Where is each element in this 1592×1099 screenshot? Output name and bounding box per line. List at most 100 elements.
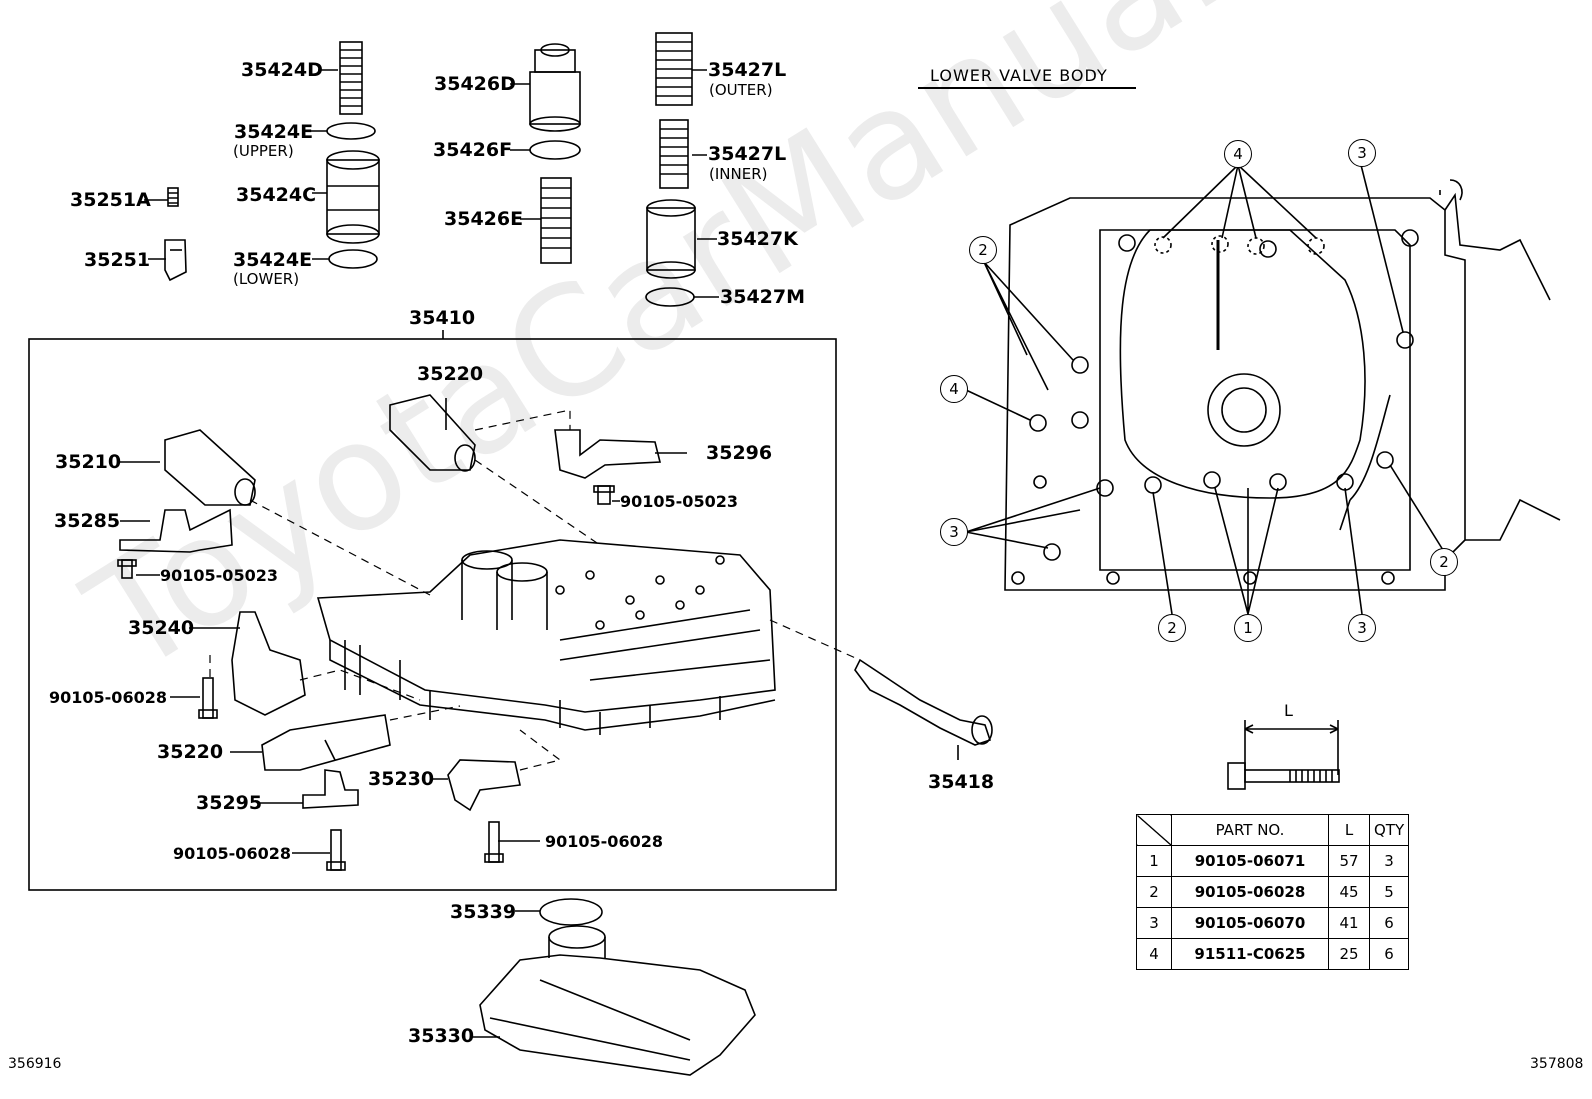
part-label-35427L-inner: 35427L — [708, 143, 787, 165]
sleeve-35427K — [646, 199, 696, 279]
solenoid-35210 — [164, 429, 256, 506]
header-qty: QTY — [1368, 814, 1410, 846]
part-label-35424E-upper: 35424E — [234, 121, 314, 143]
row-length: 41 — [1328, 907, 1370, 939]
bracket-35285 — [119, 508, 233, 553]
row-part-no: 91511-C0625 — [1171, 938, 1329, 970]
row-index: 3 — [1136, 907, 1172, 939]
bolt-90105-06028-c — [484, 821, 504, 863]
part-label-35285: 35285 — [54, 510, 121, 532]
row-index: 4 — [1136, 938, 1172, 970]
row-part-no: 90105-06070 — [1171, 907, 1329, 939]
header-part-no: PART NO. — [1171, 814, 1329, 846]
callout-2-left: 2 — [969, 236, 997, 264]
part-label-90105-06028-a: 90105-06028 — [49, 688, 167, 707]
row-qty: 6 — [1368, 938, 1410, 970]
part-label-35296: 35296 — [706, 442, 773, 464]
bolt-90105-05023-left — [117, 559, 137, 579]
note-lower: (LOWER) — [233, 270, 300, 288]
part-label-35330: 35330 — [408, 1025, 475, 1047]
oil-strainer-35330 — [479, 925, 756, 1076]
part-label-35427L-outer: 35427L — [708, 59, 787, 81]
solenoid-35220-bottom — [261, 714, 391, 771]
table-row: 1 90105-06071 57 3 — [1136, 845, 1410, 877]
lower-valve-body-drawing — [965, 164, 1561, 615]
row-qty: 5 — [1368, 876, 1410, 908]
part-label-35424C: 35424C — [236, 184, 317, 206]
callout-1-bottom: 1 — [1234, 614, 1262, 642]
part-label-90105-06028-c: 90105-06028 — [545, 832, 663, 851]
part-label-35410: 35410 — [409, 307, 476, 329]
section-title: LOWER VALVE BODY — [930, 66, 1108, 85]
part-label-35427M: 35427M — [720, 286, 806, 308]
part-label-35426D: 35426D — [434, 73, 516, 95]
part-label-90105-05023-left: 90105-05023 — [160, 566, 278, 585]
part-label-35230: 35230 — [368, 768, 435, 790]
part-label-35251: 35251 — [84, 249, 151, 271]
spring-35426E — [540, 177, 572, 264]
row-index: 1 — [1136, 845, 1172, 877]
row-part-no: 90105-06071 — [1171, 845, 1329, 877]
part-label-35251A: 35251A — [70, 189, 151, 211]
seal-35424E-lower — [328, 249, 378, 269]
solenoid-35230 — [447, 759, 521, 812]
bracket-35296 — [554, 429, 662, 479]
connector-35418 — [854, 658, 993, 746]
note-upper: (UPPER) — [233, 142, 294, 160]
bolt-table: PART NO. L QTY 1 90105-06071 57 3 2 9010… — [1136, 814, 1410, 970]
callout-3-bottom: 3 — [1348, 614, 1376, 642]
part-label-35427K: 35427K — [717, 228, 798, 250]
bracket-35295 — [302, 769, 359, 809]
row-index: 2 — [1136, 876, 1172, 908]
callout-3-left: 3 — [940, 518, 968, 546]
part-label-35426F: 35426F — [433, 139, 513, 161]
valve-35426D — [529, 43, 581, 132]
bolt-90105-06028-a — [198, 677, 218, 719]
bolt-90105-05023-right — [593, 485, 615, 505]
header-length: L — [1328, 814, 1370, 846]
corner-id-right: 357808 — [1530, 1056, 1584, 1072]
callout-4-left: 4 — [940, 375, 968, 403]
seal-35424E-upper — [326, 122, 376, 140]
row-qty: 3 — [1368, 845, 1410, 877]
table-row: 2 90105-06028 45 5 — [1136, 876, 1410, 908]
gasket-35339 — [539, 898, 603, 926]
seal-35427M — [645, 287, 695, 307]
spring-35427L-inner — [659, 119, 689, 189]
header-index — [1136, 814, 1172, 846]
note-outer: (OUTER) — [709, 81, 773, 99]
part-label-35295: 35295 — [196, 792, 263, 814]
part-label-35418: 35418 — [928, 771, 995, 793]
part-label-90105-06028-b: 90105-06028 — [173, 844, 291, 863]
row-qty: 6 — [1368, 907, 1410, 939]
bolt-holes — [1011, 229, 1419, 585]
valve-body — [316, 539, 776, 735]
bolt-dimension-drawing — [1227, 720, 1340, 790]
valve-body-assembly-frame — [28, 338, 837, 891]
solenoid-35220-top — [389, 394, 476, 472]
callout-2-right: 2 — [1430, 548, 1458, 576]
bolt-table-header: PART NO. L QTY — [1136, 814, 1410, 846]
part-label-90105-05023-right: 90105-05023 — [620, 492, 738, 511]
part-label-35220-bottom: 35220 — [157, 741, 224, 763]
part-label-35240: 35240 — [128, 617, 195, 639]
spring-35424D — [339, 41, 363, 115]
sleeve-35424C — [326, 150, 380, 244]
table-row: 3 90105-06070 41 6 — [1136, 907, 1410, 939]
spring-35427L-outer — [655, 32, 693, 106]
corner-id-left: 356916 — [8, 1056, 62, 1072]
part-label-35210: 35210 — [55, 451, 122, 473]
table-row: 4 91511-C0625 25 6 — [1136, 938, 1410, 970]
seal-35426F — [529, 140, 581, 160]
row-length: 25 — [1328, 938, 1370, 970]
bolt-90105-06028-b — [326, 829, 346, 871]
row-part-no: 90105-06028 — [1171, 876, 1329, 908]
part-label-35424E-lower: 35424E — [233, 249, 313, 271]
solenoid-35240 — [231, 611, 306, 716]
callout-3-top-right: 3 — [1348, 139, 1376, 167]
part-label-35220-top: 35220 — [417, 363, 484, 385]
valve-35251 — [164, 239, 187, 282]
dimension-label-L: L — [1284, 701, 1293, 720]
row-length: 45 — [1328, 876, 1370, 908]
